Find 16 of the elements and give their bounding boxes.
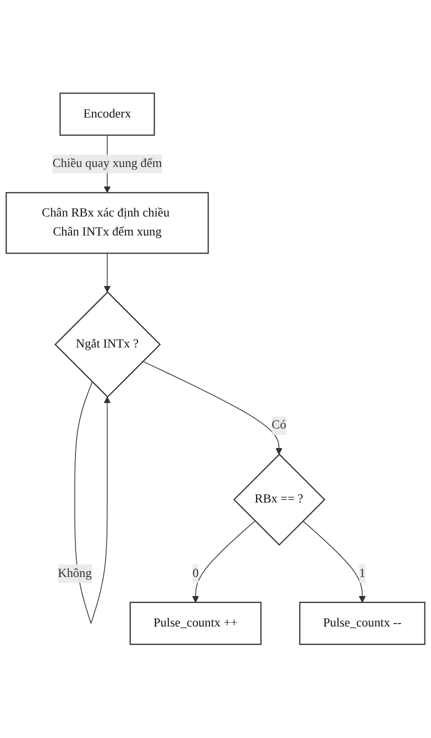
node-diamond (54, 292, 161, 398)
edge-label: Có (272, 418, 286, 432)
flowchart: Chiều quay xung đếm Không Có 0 1 Encoderx Chân RBx xác định chiều Chân INTx đếm xung Ngắt INTx ? RBx == ? Pulse_countx ++ Pulse_countx -- (0, 87, 431, 651)
node-box (6, 192, 209, 254)
node-box (299, 602, 426, 646)
edge-label: Chiều quay xung đếm (52, 157, 162, 170)
arrow (192, 520, 256, 603)
edge-label: 1 (359, 566, 366, 580)
arrow (142, 361, 282, 455)
arrow (104, 253, 111, 293)
node-box (60, 92, 155, 136)
node-diamond (233, 454, 326, 546)
node-box (130, 602, 262, 646)
edge-label: Không (58, 566, 92, 580)
arrow (302, 520, 366, 603)
edge-label: 0 (192, 566, 199, 580)
